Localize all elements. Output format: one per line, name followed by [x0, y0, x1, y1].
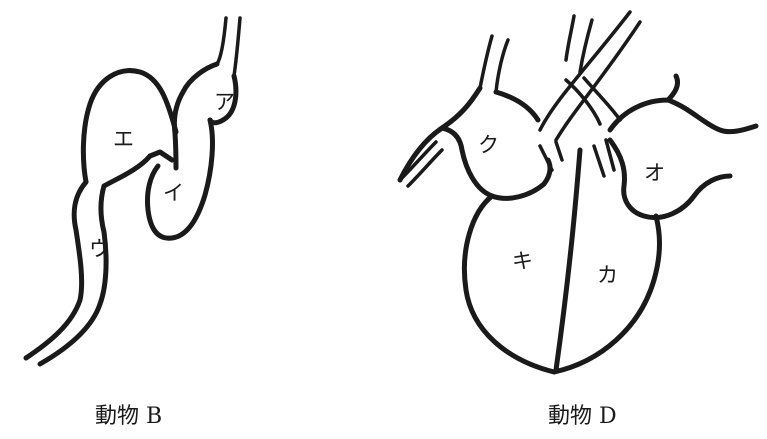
- animal-b-chamber-u-outline: [26, 182, 106, 364]
- animal-b-caption: 動物 B: [95, 404, 162, 429]
- animal-d-caption: 動物 D: [548, 404, 617, 429]
- animal-b-valve: [150, 133, 176, 168]
- animal-b-label-a: ア: [214, 90, 235, 114]
- animal-d-label-ki: キ: [512, 249, 533, 273]
- animal-d-vessel-left-pair: [480, 36, 508, 92]
- animal-b-label-i: イ: [163, 181, 184, 205]
- animal-b-outflow-vessel-left: [217, 18, 226, 64]
- animal-b-heart: ア イ ウ エ 動物 B: [26, 18, 240, 429]
- animal-d-chamber-o-outline: [610, 76, 756, 218]
- animal-d-ventricle-outline: [464, 196, 659, 372]
- animal-b-label-e: エ: [113, 127, 134, 151]
- animal-d-heart: ク オ キ カ 動物 D: [400, 12, 756, 429]
- animal-d-septum: [556, 150, 580, 370]
- animal-b-chamber-i-outline: [147, 120, 212, 238]
- animal-b-label-u: ウ: [89, 237, 110, 261]
- animal-d-label-ku: ク: [478, 133, 499, 157]
- animal-b-outflow-vessel-right: [234, 18, 240, 76]
- animal-d-label-ka: カ: [597, 263, 618, 287]
- animal-d-label-o: オ: [644, 161, 665, 185]
- animal-d-chamber-ku-outline: [400, 88, 550, 198]
